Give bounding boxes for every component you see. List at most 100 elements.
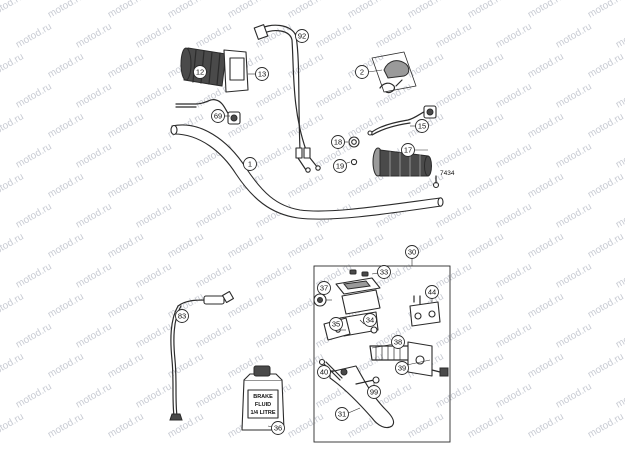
throttle-cables — [253, 24, 321, 173]
bottle-label-line1: BRAKE — [253, 394, 273, 400]
watermark-text: motod.ru — [494, 261, 534, 290]
watermark-text: motod.ru — [434, 321, 474, 350]
watermark-text: motod.ru — [46, 351, 86, 380]
watermark-text: motod.ru — [226, 0, 266, 21]
svg-text:35: 35 — [332, 320, 340, 329]
watermark-text: motod.ru — [614, 261, 625, 290]
svg-text:99: 99 — [370, 388, 378, 397]
bar-pad-inset — [371, 51, 417, 94]
callout-18: 18 — [331, 135, 345, 149]
watermark-text: motod.ru — [194, 201, 234, 230]
svg-text:34: 34 — [366, 316, 374, 325]
watermark-text: motod.ru — [0, 0, 26, 21]
svg-text:40: 40 — [320, 368, 328, 377]
svg-text:38: 38 — [394, 338, 402, 347]
svg-text:12: 12 — [196, 68, 204, 77]
watermark-text: motod.ru — [526, 231, 566, 260]
watermark-text: motod.ru — [586, 231, 625, 260]
watermark-text: motod.ru — [0, 171, 26, 200]
watermark-text: motod.ru — [586, 171, 625, 200]
watermark-text: motod.ru — [14, 21, 54, 50]
watermark-text: motod.ru — [586, 411, 625, 440]
watermark-text: motod.ru — [554, 201, 594, 230]
watermark-text: motod.ru — [554, 81, 594, 110]
watermark-text: motod.ru — [134, 261, 174, 290]
svg-text:15: 15 — [418, 122, 426, 131]
svg-text:18: 18 — [334, 138, 342, 147]
watermark-text: motod.ru — [494, 21, 534, 50]
watermark-text: motod.ru — [14, 81, 54, 110]
watermark-text: motod.ru — [434, 381, 474, 410]
right-grip — [372, 147, 432, 177]
callout-35: 35 — [329, 317, 343, 331]
watermark-text: motod.ru — [614, 201, 625, 230]
svg-text:13: 13 — [258, 70, 266, 79]
svg-text:92: 92 — [298, 32, 306, 41]
brake-lever — [329, 365, 395, 429]
watermark-text: motod.ru — [286, 231, 326, 260]
callout-99: 99 — [367, 385, 381, 399]
watermark-text: motod.ru — [406, 0, 446, 21]
watermark-text: motod.ru — [586, 111, 625, 140]
watermark-text: motod.ru — [166, 0, 206, 21]
watermark-text: motod.ru — [166, 231, 206, 260]
watermark-text: motod.ru — [494, 141, 534, 170]
watermark-text: motod.ru — [14, 321, 54, 350]
clutch-cable — [169, 290, 235, 421]
svg-text:36: 36 — [274, 424, 282, 433]
watermark-text: motod.ru — [46, 231, 86, 260]
watermark-text: motod.ru — [134, 141, 174, 170]
watermark-text: motod.ru — [614, 81, 625, 110]
watermark-text: motod.ru — [526, 51, 566, 80]
watermark-text: motod.ru — [46, 51, 86, 80]
watermark-text: motod.ru — [494, 201, 534, 230]
watermark-text: motod.ru — [494, 381, 534, 410]
watermark-text: motod.ru — [46, 0, 86, 21]
watermark-text: motod.ru — [0, 411, 26, 440]
callout-17: 17 — [401, 143, 415, 157]
watermark-text: motod.ru — [194, 321, 234, 350]
watermark-text: motod.ru — [586, 0, 625, 21]
throttle-grip — [180, 47, 249, 93]
watermark-text: motod.ru — [466, 231, 506, 260]
callout-2: 2 — [355, 65, 369, 79]
watermark-text: motod.ru — [466, 111, 506, 140]
callout-13: 13 — [255, 67, 269, 81]
svg-text:1: 1 — [248, 160, 252, 169]
watermark-text: motod.ru — [434, 21, 474, 50]
watermark-text: motod.ru — [554, 381, 594, 410]
callout-30: 30 — [405, 245, 419, 259]
svg-text:44: 44 — [428, 288, 436, 297]
watermark-text: motod.ru — [466, 51, 506, 80]
watermark-text: motod.ru — [314, 81, 354, 110]
watermark-text: motod.ru — [346, 231, 386, 260]
watermark-text: motod.ru — [286, 0, 326, 21]
watermark-text: motod.ru — [466, 411, 506, 440]
watermark-text: motod.ru — [346, 0, 386, 21]
watermark-text: motod.ru — [554, 261, 594, 290]
watermark-text: motod.ru — [286, 111, 326, 140]
callout-34: 34 — [363, 313, 377, 327]
bar-end-bolt: 7434 — [432, 170, 455, 189]
watermark-text: motod.ru — [526, 171, 566, 200]
watermark-text: motod.ru — [614, 21, 625, 50]
callout-38: 38 — [391, 335, 405, 349]
watermark-text: motod.ru — [466, 351, 506, 380]
watermark-text: motod.ru — [406, 411, 446, 440]
watermark-text: motod.ru — [314, 21, 354, 50]
svg-text:30: 30 — [408, 248, 416, 257]
callout-92: 92 — [295, 29, 309, 43]
callout-44: 44 — [425, 285, 439, 299]
watermark-text: motod.ru — [466, 0, 506, 21]
callout-1: 1 — [243, 157, 257, 171]
watermark-text: motod.ru — [106, 0, 146, 21]
svg-text:31: 31 — [338, 410, 346, 419]
watermark-text: motod.ru — [194, 261, 234, 290]
watermark-text: motod.ru — [254, 261, 294, 290]
watermark-text: motod.ru — [526, 0, 566, 21]
kill-switch — [175, 98, 241, 125]
clamp-bracket — [409, 295, 441, 327]
watermark-text: motod.ru — [134, 81, 174, 110]
start-switch — [367, 105, 437, 136]
watermark-text: motod.ru — [406, 51, 446, 80]
